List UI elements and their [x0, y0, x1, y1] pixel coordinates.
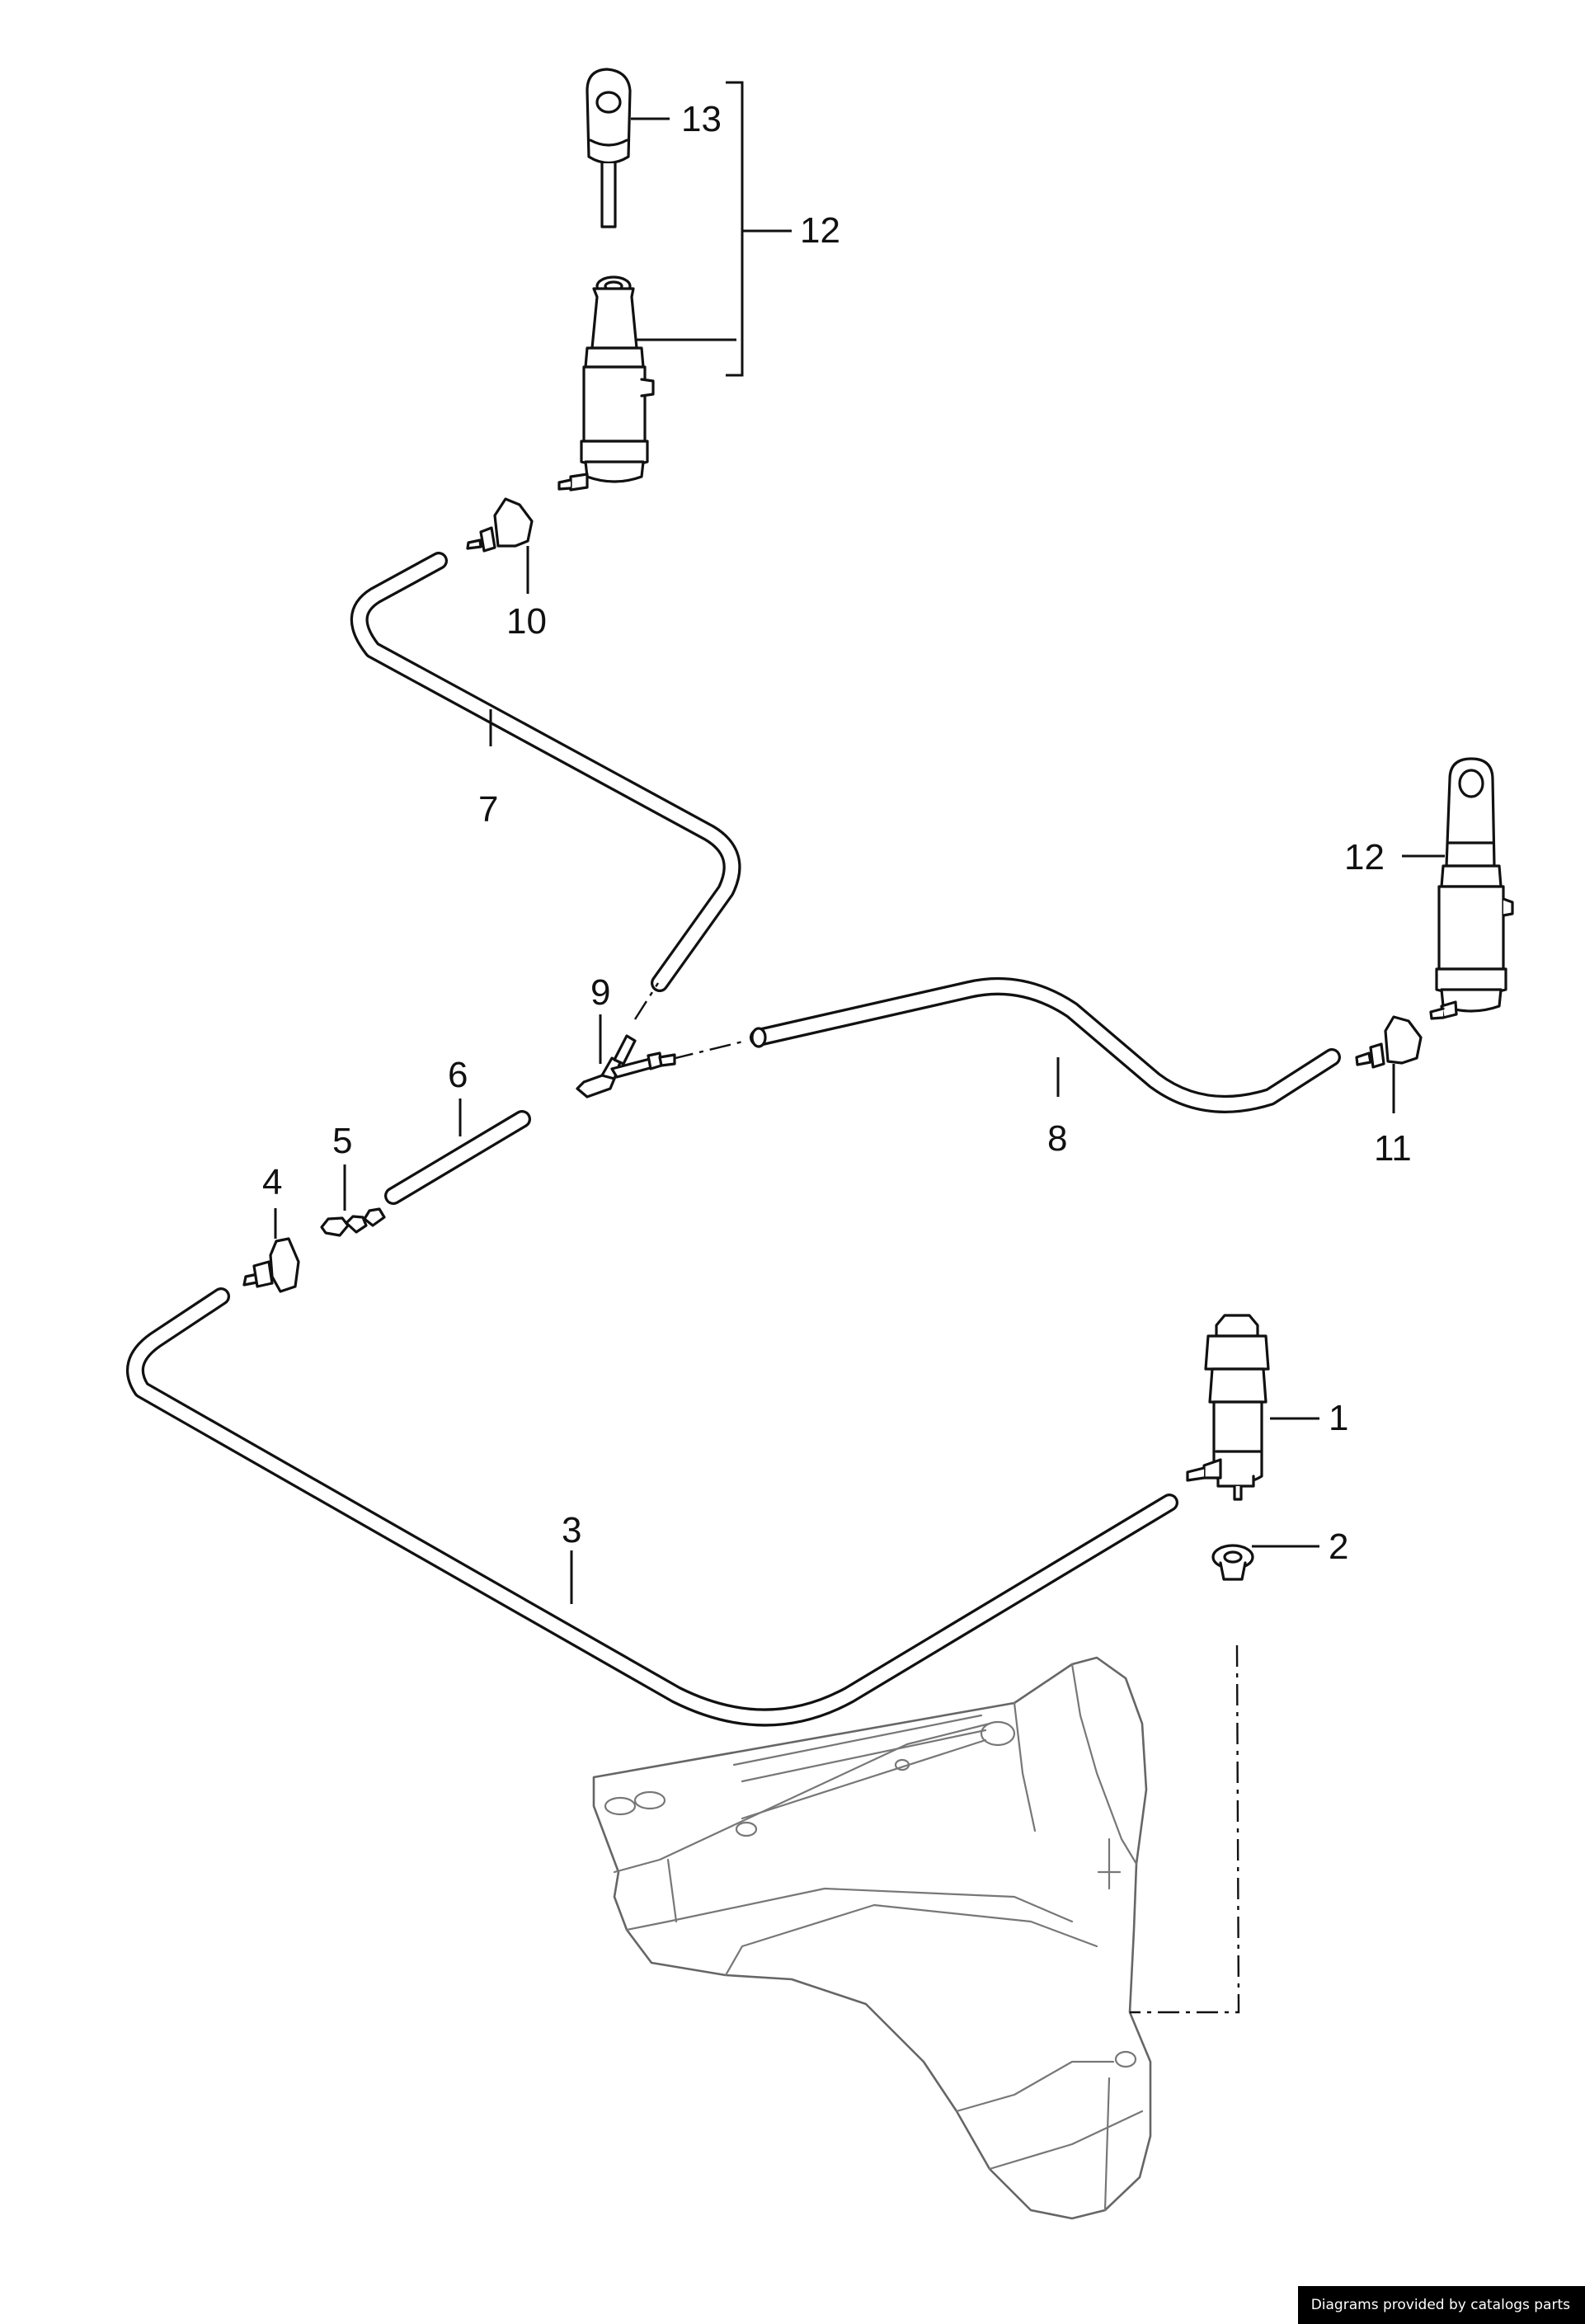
callout-7: 7	[478, 789, 498, 830]
callout-9: 9	[590, 972, 610, 1013]
connector-10	[466, 497, 534, 553]
washer-nozzle-12-right	[1429, 757, 1514, 1020]
connector-4	[242, 1237, 300, 1293]
washer-fluid-reservoir	[592, 1656, 1152, 2220]
callout-1: 1	[1329, 1398, 1348, 1438]
hose-8	[750, 976, 1341, 1113]
grommet-2	[1211, 1544, 1254, 1581]
callout-4: 4	[262, 1162, 282, 1202]
connector-11	[1355, 1015, 1423, 1069]
callout-5: 5	[332, 1121, 352, 1161]
callout-13: 13	[681, 99, 722, 139]
nozzle-insert-13	[586, 68, 632, 228]
callout-2: 2	[1329, 1527, 1348, 1567]
callout-6: 6	[448, 1055, 468, 1095]
callout-12-right: 12	[1344, 837, 1385, 877]
y-connector-9	[576, 1034, 676, 1098]
hose-6	[384, 1110, 531, 1205]
callout-3: 3	[562, 1510, 581, 1550]
alignment-lines	[633, 982, 1240, 2014]
callout-8: 8	[1047, 1118, 1067, 1159]
hose-3	[126, 1287, 1178, 1727]
callout-labels: 1 2 3 4 5 6 7 8 9 10 11 12 12 13	[262, 99, 1412, 1567]
credit-badge: Diagrams provided by catalogs parts	[1297, 2286, 1585, 2324]
hose-7	[350, 552, 741, 992]
connector-5	[320, 1207, 386, 1237]
washer-nozzle-12-top	[557, 275, 655, 492]
leader-lines	[274, 81, 1445, 1604]
callout-12-top: 12	[800, 210, 840, 251]
callout-10: 10	[506, 601, 547, 642]
washer-pump-1	[1186, 1314, 1270, 1501]
callout-11: 11	[1374, 1128, 1412, 1169]
